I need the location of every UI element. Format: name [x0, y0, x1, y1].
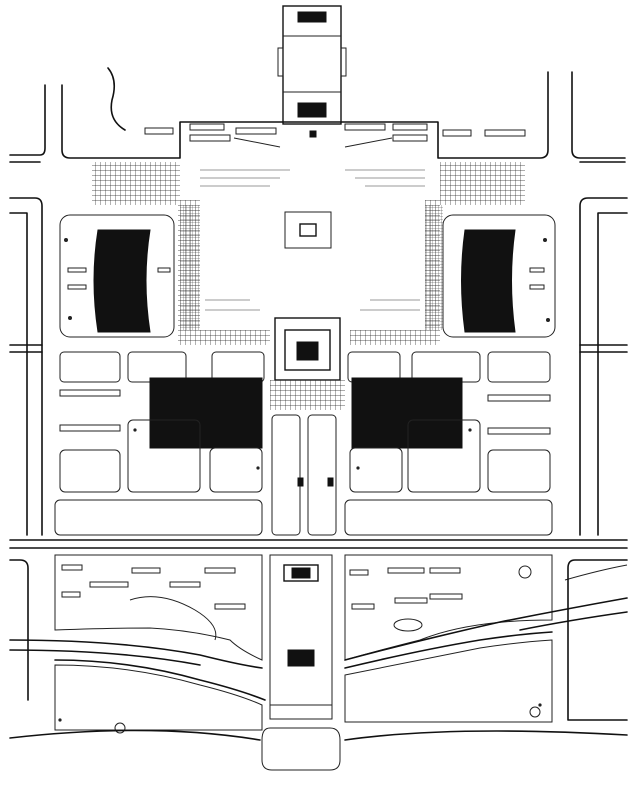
- south-axis: [261, 554, 341, 771]
- southwest-river-park: [54, 554, 266, 734]
- east-middle-blocks: [344, 351, 553, 536]
- side-roads: [9, 197, 628, 536]
- edge-blocks: [9, 559, 628, 741]
- south-road: [9, 539, 628, 549]
- north-monument: [277, 5, 347, 125]
- central-pavilion: [270, 317, 345, 410]
- tree-dots: [58, 238, 550, 722]
- southeast-river-park: [344, 554, 553, 723]
- west-upper-park: [59, 214, 175, 338]
- west-middle-blocks: [54, 351, 265, 536]
- central-mall: [271, 414, 337, 536]
- north-road: [9, 67, 626, 163]
- east-upper-park: [442, 214, 556, 338]
- central-plaza: [92, 162, 525, 345]
- river: [9, 564, 628, 669]
